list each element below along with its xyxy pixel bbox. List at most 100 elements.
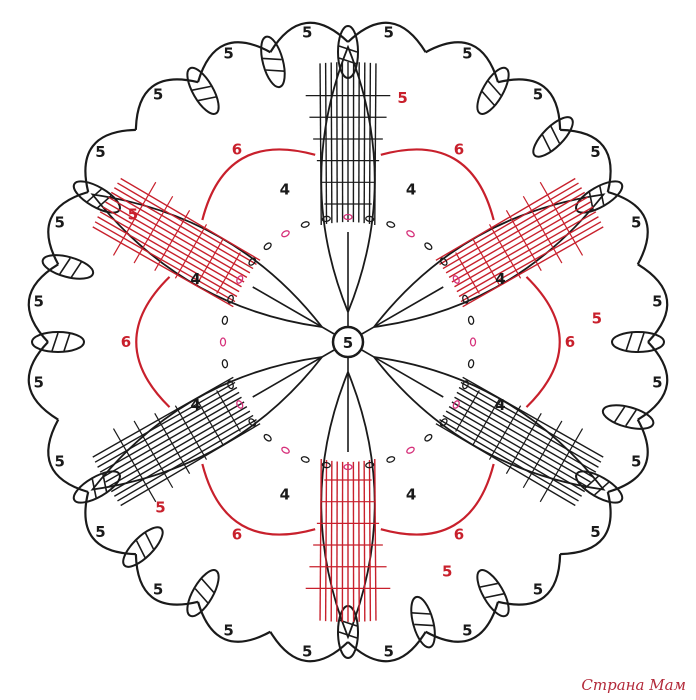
petal-count-label: 5 [533, 85, 543, 103]
chain-stitch [221, 315, 229, 325]
scallop-arc [425, 41, 500, 83]
petal-count-label: 5 [533, 581, 543, 599]
chain-stitch [469, 337, 477, 347]
red-scallop [135, 276, 171, 408]
scallop-arc [637, 341, 669, 421]
petal-stitch [458, 216, 599, 298]
scallop-arc [84, 128, 136, 193]
red-count-label: 6 [454, 525, 464, 543]
leaf-oval [532, 116, 574, 158]
petal-count-label: 5 [153, 85, 163, 103]
chain-stitch [321, 461, 331, 469]
scallop-arc [497, 554, 562, 606]
petal-stitch [451, 201, 591, 283]
chain-stitch [300, 456, 310, 463]
petal-count-label: 5 [631, 452, 641, 470]
petal-count-label: 5 [33, 374, 43, 392]
big-petal-count-label: 5 [592, 309, 602, 327]
petal-stitch [451, 401, 591, 483]
scallop-arc [497, 78, 562, 130]
center-ring: 5 [331, 325, 365, 359]
chain-stitch [281, 446, 290, 454]
petal-count-label: 5 [223, 621, 233, 639]
petal-count-label: 5 [95, 143, 105, 161]
petal-stitch [105, 401, 245, 483]
petal-crossbar [112, 181, 157, 256]
petal-stitch [442, 414, 583, 497]
inner-count-label: 4 [280, 181, 290, 199]
scallop-arc [425, 601, 500, 643]
petal-stitch [319, 458, 322, 621]
large-petals [90, 44, 606, 640]
scallop-arc [47, 190, 89, 265]
scallop-arc [196, 41, 271, 83]
inner-count-label: 4 [406, 181, 416, 199]
petal-stitch [110, 410, 251, 493]
petal-crossbar [112, 428, 157, 503]
scallop-arc [269, 21, 349, 53]
petal-crossbar [539, 181, 584, 256]
chain-stitch [248, 257, 257, 266]
chain-stitch [439, 257, 448, 266]
chain-stitch [386, 456, 396, 463]
petal-stitch [117, 182, 257, 265]
petal-count-label: 5 [55, 214, 65, 232]
chain-stitch [227, 294, 234, 304]
chain-stitch [236, 275, 244, 284]
red-scallop-ring [135, 148, 561, 536]
chain-stitch [406, 446, 415, 454]
petal-crossbar [522, 195, 563, 264]
petal-stitch [439, 182, 579, 265]
chain-stitch [281, 230, 290, 238]
petal-count-label: 5 [590, 143, 600, 161]
big-petal-count-label: 5 [397, 89, 407, 107]
petal-stitch [117, 419, 257, 502]
petal-crossbar [472, 238, 501, 287]
petal-stitch [105, 201, 245, 283]
petal-stitch [445, 410, 586, 493]
petal-outline [373, 356, 606, 491]
petal-stitch [99, 391, 240, 473]
petal-crossbar [133, 195, 174, 264]
red-count-label: 6 [232, 141, 242, 159]
petal-crossbar [522, 420, 563, 489]
chain-stitch [248, 418, 257, 427]
chain-stitch [365, 215, 375, 223]
inner-count-label: 4 [280, 485, 290, 503]
petal-stitch [363, 460, 366, 622]
chain-stitch [452, 275, 460, 284]
petal-stitch [445, 191, 586, 274]
leaf-oval [611, 331, 665, 353]
petal-stitch [435, 423, 576, 507]
petal-crossbar [216, 252, 241, 294]
petal-stitch [368, 62, 372, 224]
chain-stitch [321, 215, 331, 223]
scallop-arc [560, 128, 612, 193]
scallop-arc [134, 554, 199, 606]
chain-stitch [221, 359, 229, 369]
inner-count-label: 4 [190, 396, 200, 414]
big-petal-count-label: 5 [155, 498, 165, 516]
chain-stitch [424, 242, 433, 251]
petal-crossbar [195, 397, 224, 446]
chain-stitch [386, 221, 396, 228]
chain-stitch [219, 337, 227, 347]
petal-stitch [102, 206, 242, 288]
petal-stitch [113, 187, 254, 270]
red-scallop [380, 463, 495, 536]
leaf-oval [575, 470, 624, 504]
red-count-label: 6 [232, 525, 242, 543]
petal-crossbar [455, 390, 480, 432]
chain-stitch [227, 380, 234, 390]
inner-count-label: 4 [190, 270, 200, 288]
chain-stitch [467, 359, 475, 369]
petal-count-label: 5 [302, 24, 312, 42]
chain-stitch [365, 461, 375, 469]
petal-stitch [99, 211, 240, 293]
petal-count-label: 5 [223, 45, 233, 63]
scallop-arc [560, 491, 612, 556]
red-scallop [380, 148, 495, 221]
petal-crossbar [195, 238, 224, 287]
petal-crossbar [216, 390, 241, 432]
leaf-oval [476, 569, 510, 618]
